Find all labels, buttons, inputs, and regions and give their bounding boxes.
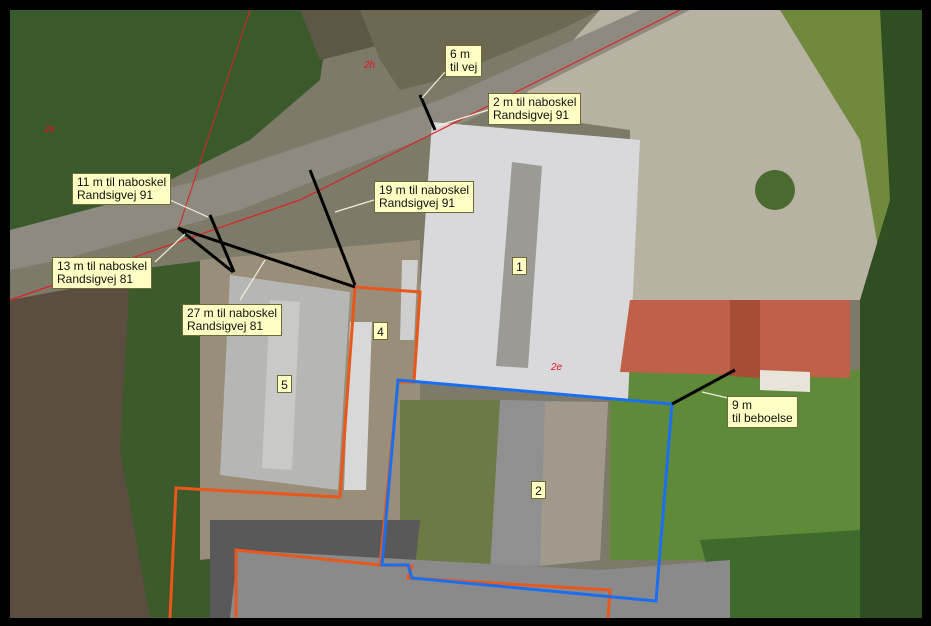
shrub (755, 170, 795, 210)
tree-belt-east (860, 10, 922, 618)
building-number-5: 5 (277, 375, 292, 393)
label-distance-road: 6 m til vej (445, 45, 483, 77)
label-distance-naboskel-27m: 27 m til naboskel Randsigvej 81 (182, 304, 283, 336)
label-distance-residence: 9 m til beboelse (727, 396, 798, 428)
building-number-4: 4 (373, 322, 388, 340)
courtyard (520, 10, 900, 300)
label-distance-naboskel-2m: 2 m til naboskel Randsigvej 91 (488, 93, 582, 125)
building-number-1: 1 (512, 257, 527, 275)
distance-lines (177, 94, 736, 406)
label-distance-naboskel-13m: 13 m til naboskel Randsigvej 81 (52, 257, 153, 289)
zone-label: 2e (44, 124, 56, 135)
trees-west (120, 260, 210, 618)
label-distance-naboskel-11m: 11 m til naboskel Randsigvej 91 (72, 173, 172, 205)
zone-label: 2e (551, 362, 563, 373)
zone-label: 2h (364, 60, 376, 71)
cadastral-line (9, 9, 681, 301)
building-number-2: 2 (531, 481, 546, 499)
label-distance-naboskel-19m: 19 m til naboskel Randsigvej 91 (374, 181, 475, 213)
property-border (168, 285, 612, 619)
